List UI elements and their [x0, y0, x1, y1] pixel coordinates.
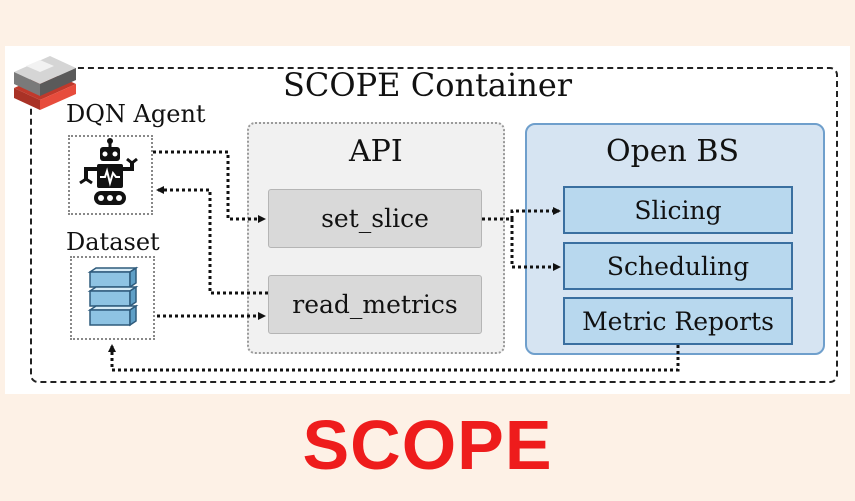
set-slice-function: set_slice: [268, 189, 482, 248]
dataset-label: Dataset: [66, 228, 160, 256]
brand-title: SCOPE: [302, 406, 553, 484]
robot-icon: [79, 138, 138, 205]
set-slice-to-slicing-arrow: [482, 207, 561, 221]
scheduling-module: Scheduling: [563, 242, 793, 290]
open-bs-title: Open BS: [606, 134, 740, 169]
agent-label: DQN Agent: [66, 100, 206, 128]
metric-reports-to-dataset-arrow: [108, 344, 680, 372]
set-slice-to-scheduling-arrow: [510, 219, 561, 271]
read-metrics-to-agent-arrow: [156, 186, 268, 295]
slicing-module: Slicing: [563, 186, 793, 234]
dataset-box: [70, 256, 155, 340]
container-logo-icon: [14, 56, 76, 110]
metric-reports-module: Metric Reports: [563, 297, 793, 345]
read-metrics-function: read_metrics: [268, 275, 482, 334]
agent-box: [68, 135, 153, 215]
scope-container: [30, 67, 838, 383]
database-icon: [87, 266, 139, 327]
container-title: SCOPE Container: [283, 66, 573, 104]
api-title: API: [349, 134, 403, 169]
agent-to-set-slice-arrow: [153, 150, 266, 223]
